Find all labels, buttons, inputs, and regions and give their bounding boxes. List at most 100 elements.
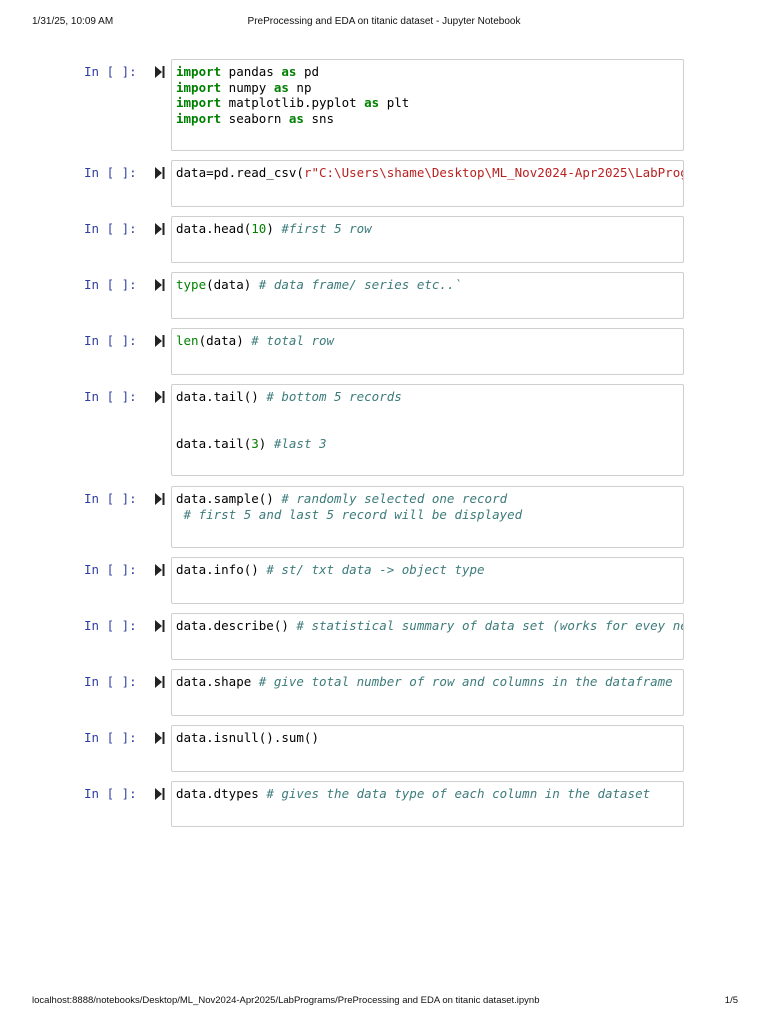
code-cell[interactable]: In [ ]: data.head(10) #first 5 row	[0, 216, 768, 263]
print-title: PreProcessing and EDA on titanic dataset…	[247, 16, 521, 27]
run-cell-icon[interactable]	[154, 166, 166, 180]
code-editor[interactable]: data.describe() # statistical summary of…	[176, 618, 683, 634]
code-cell[interactable]: In [ ]: data.describe() # statistical sum…	[0, 613, 768, 660]
code-input-area[interactable]: len(data) # total row	[171, 328, 684, 375]
code-token	[176, 507, 184, 522]
code-editor[interactable]: data.isnull().sum()	[176, 730, 683, 746]
code-token: data.tail(	[176, 435, 252, 451]
code-input-area[interactable]: data.shape # give total number of row an…	[171, 669, 684, 716]
code-token: data.tail()	[176, 389, 267, 404]
code-token: data.sample()	[176, 491, 282, 506]
code-line	[176, 405, 683, 421]
run-cell-icon[interactable]	[154, 563, 166, 577]
code-comment: # statistical summary of data set (works…	[296, 618, 684, 633]
code-input-area[interactable]: type(data) # data frame/ series etc..`	[171, 272, 684, 319]
code-string: r"C:\Users\shame\Desktop\ML_Nov2024-Apr2…	[303, 165, 684, 180]
cell-prompt: In [ ]:	[84, 64, 137, 79]
code-input-area[interactable]: data.head(10) #first 5 row	[171, 216, 684, 263]
code-cell[interactable]: In [ ]: data.sample() # randomly selected…	[0, 486, 768, 548]
code-line: data.sample() # randomly selected one re…	[176, 491, 683, 507]
code-token: data=pd.read_csv(	[176, 165, 304, 180]
print-url: localhost:8888/notebooks/Desktop/ML_Nov2…	[32, 995, 540, 1006]
code-editor[interactable]: data=pd.read_csv(r"C:\Users\shame\Deskto…	[176, 165, 683, 181]
code-cell[interactable]: In [ ]: data.shape # give total number of…	[0, 669, 768, 716]
code-token: numpy	[221, 79, 274, 95]
page-number: 1/5	[724, 995, 738, 1006]
code-keyword: as	[273, 79, 289, 95]
code-keyword: import	[176, 79, 222, 95]
cell-prompt: In [ ]:	[84, 333, 137, 348]
code-input-area[interactable]: data.isnull().sum()	[171, 725, 684, 772]
code-input-area[interactable]: data.dtypes # gives the data type of eac…	[171, 781, 684, 827]
code-token: np	[288, 79, 312, 95]
code-comment: # data frame/ series etc..`	[258, 277, 462, 292]
code-line: data.isnull().sum()	[176, 730, 683, 746]
code-comment: # gives the data type of each column in …	[266, 786, 651, 801]
cell-prompt: In [ ]:	[84, 491, 137, 506]
code-editor[interactable]: data.shape # give total number of row an…	[176, 674, 683, 690]
code-line: data.describe() # statistical summary of…	[176, 618, 683, 634]
code-input-area[interactable]: data.info() # st/ txt data -> object typ…	[171, 557, 684, 604]
code-comment: #last 3	[273, 435, 327, 451]
code-editor[interactable]: data.info() # st/ txt data -> object typ…	[176, 562, 683, 578]
run-cell-icon[interactable]	[154, 334, 166, 348]
cell-prompt: In [ ]:	[84, 674, 137, 689]
run-cell-icon[interactable]	[154, 787, 166, 801]
code-input-area[interactable]: data.sample() # randomly selected one re…	[171, 486, 684, 548]
code-token: (data)	[206, 277, 259, 292]
code-token: sns	[303, 110, 335, 126]
code-line	[176, 420, 683, 436]
code-comment: # total row	[251, 333, 335, 348]
cell-prompt: In [ ]:	[84, 277, 137, 292]
cell-prompt: In [ ]:	[84, 165, 137, 180]
code-line: data.head(10) #first 5 row	[176, 221, 683, 237]
code-cell[interactable]: In [ ]: type(data) # data frame/ series e…	[0, 272, 768, 319]
code-token: pandas	[221, 64, 282, 79]
cell-prompt: In [ ]:	[84, 389, 137, 404]
run-cell-icon[interactable]	[154, 278, 166, 292]
print-date: 1/31/25, 10:09 AM	[32, 16, 114, 27]
code-cell[interactable]: In [ ]:data.dtypes # gives the data type…	[0, 781, 768, 827]
code-line: len(data) # total row	[176, 333, 683, 349]
code-cell[interactable]: In [ ]: data=pd.read_csv(r"C:\Users\shame…	[0, 160, 768, 207]
run-cell-icon[interactable]	[154, 65, 166, 79]
code-comment: #first 5 row	[281, 221, 372, 236]
code-editor[interactable]: len(data) # total row	[176, 333, 683, 349]
code-line: data.tail() # bottom 5 records	[176, 389, 683, 405]
code-input-area[interactable]: data.describe() # statistical summary of…	[171, 613, 684, 660]
code-cell[interactable]: In [ ]: data.isnull().sum()	[0, 725, 768, 772]
code-comment: # first 5 and last 5 record will be disp…	[183, 506, 523, 522]
code-line: data.info() # st/ txt data -> object typ…	[176, 562, 683, 578]
code-token: )	[266, 221, 282, 236]
code-token: data.info()	[176, 562, 267, 577]
code-editor[interactable]: data.dtypes # gives the data type of eac…	[176, 786, 683, 802]
cell-prompt: In [ ]:	[84, 221, 137, 236]
code-keyword: import	[176, 95, 222, 111]
code-cell[interactable]: In [ ]:data.info() # st/ txt data -> obj…	[0, 557, 768, 604]
run-cell-icon[interactable]	[154, 492, 166, 506]
code-token: data.shape	[176, 674, 259, 689]
run-cell-icon[interactable]	[154, 731, 166, 745]
code-token: data.head(	[176, 221, 252, 236]
run-cell-icon[interactable]	[154, 390, 166, 404]
cell-prompt: In [ ]:	[84, 730, 137, 745]
code-token: seaborn	[221, 110, 289, 126]
code-editor[interactable]: data.sample() # randomly selected one re…	[176, 491, 683, 522]
code-keyword: as	[281, 64, 297, 79]
code-token: data.isnull().sum()	[176, 730, 319, 745]
cell-prompt: In [ ]:	[84, 618, 137, 633]
code-editor[interactable]: data.head(10) #first 5 row	[176, 221, 683, 237]
run-cell-icon[interactable]	[154, 675, 166, 689]
code-token: plt	[379, 95, 410, 111]
code-editor[interactable]: type(data) # data frame/ series etc..`	[176, 277, 683, 293]
run-cell-icon[interactable]	[154, 222, 166, 236]
code-input-area[interactable]: data=pd.read_csv(r"C:\Users\shame\Deskto…	[171, 160, 684, 207]
run-cell-icon[interactable]	[154, 619, 166, 633]
code-cell[interactable]: In [ ]: len(data) # total row	[0, 328, 768, 375]
